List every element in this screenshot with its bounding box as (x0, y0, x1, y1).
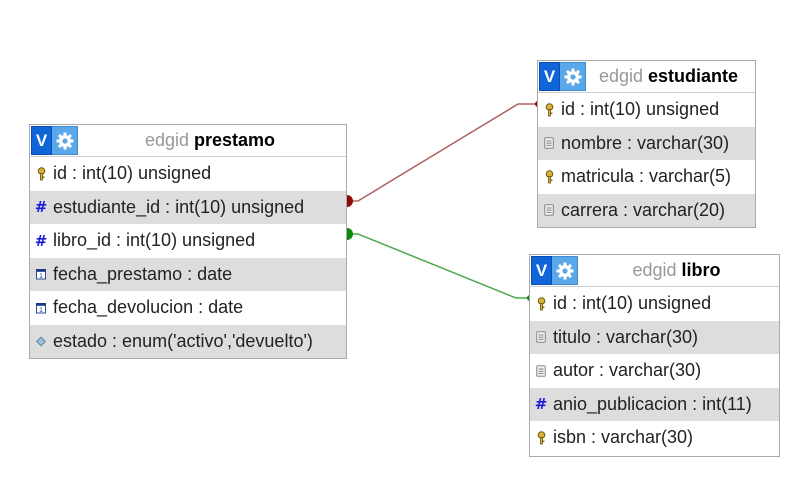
column-row[interactable]: nombre : varchar(30) (538, 126, 755, 160)
key-icon (544, 102, 554, 117)
enum-diamond-icon (36, 334, 46, 348)
fk-dot-libro-id (347, 228, 353, 240)
relation-prestamo-libro (347, 233, 530, 299)
column-row[interactable]: # anio_publicacion : int(11) (530, 387, 779, 421)
column-row[interactable]: isbn : varchar(30) (530, 421, 779, 455)
table-name: libro (681, 260, 721, 280)
hash-icon: # (534, 395, 548, 414)
gear-icon[interactable] (552, 256, 578, 285)
column-label: estado : enum('activo','devuelto') (53, 330, 313, 351)
fk-dot-estudiante-id (347, 195, 353, 207)
relation-prestamo-estudiante (347, 103, 538, 202)
column-label: titulo : varchar(30) (553, 326, 699, 347)
database-name: edgid (632, 260, 677, 280)
column-row[interactable]: estado : enum('activo','devuelto') (30, 324, 346, 358)
gear-icon[interactable] (52, 126, 78, 155)
key-icon (36, 166, 46, 181)
column-row[interactable]: # libro_id : int(10) unsigned (30, 224, 346, 258)
column-row[interactable]: carrera : varchar(20) (538, 193, 755, 227)
column-label: nombre : varchar(30) (561, 132, 730, 153)
column-label: id : int(10) unsigned (53, 163, 212, 184)
column-label: id : int(10) unsigned (561, 99, 720, 120)
table-title[interactable]: edgid libro (578, 260, 779, 281)
calendar-icon: 1 (36, 267, 46, 281)
column-label: matricula : varchar(5) (561, 166, 732, 187)
database-name: edgid (144, 130, 189, 150)
table-title[interactable]: edgid estudiante (586, 66, 755, 87)
column-label: fecha_devolucion : date (53, 297, 244, 318)
column-row[interactable]: id : int(10) unsigned (530, 287, 779, 321)
table-title[interactable]: edgid prestamo (78, 130, 346, 151)
column-label: libro_id : int(10) unsigned (53, 230, 256, 251)
column-label: estudiante_id : int(10) unsigned (53, 196, 305, 217)
key-icon (536, 430, 546, 445)
column-row[interactable]: # estudiante_id : int(10) unsigned (30, 190, 346, 224)
column-row[interactable]: id : int(10) unsigned (538, 93, 755, 127)
column-label: anio_publicacion : int(11) (553, 393, 752, 414)
svg-text:1: 1 (39, 273, 43, 280)
key-icon (536, 296, 546, 311)
key-icon (544, 169, 554, 184)
hash-icon: # (34, 198, 48, 217)
column-label: isbn : varchar(30) (553, 427, 694, 448)
gear-icon[interactable] (560, 62, 586, 91)
column-label: autor : varchar(30) (553, 360, 702, 381)
column-label: fecha_prestamo : date (53, 263, 233, 284)
text-field-icon (544, 203, 554, 217)
table-name: estudiante (648, 66, 739, 86)
table-name: prestamo (194, 130, 276, 150)
toggle-columns-button[interactable]: V (531, 256, 552, 285)
column-row[interactable]: matricula : varchar(5) (538, 160, 755, 194)
column-row[interactable]: 1 fecha_prestamo : date (30, 257, 346, 291)
text-field-icon (544, 136, 554, 150)
column-row[interactable]: id : int(10) unsigned (30, 157, 346, 191)
database-name: edgid (598, 66, 643, 86)
column-row[interactable]: 1 fecha_devolucion : date (30, 291, 346, 325)
toggle-columns-button[interactable]: V (31, 126, 52, 155)
text-field-icon (536, 364, 546, 378)
column-row[interactable]: titulo : varchar(30) (530, 320, 779, 354)
hash-icon: # (34, 231, 48, 250)
calendar-icon: 1 (36, 301, 46, 315)
column-row[interactable]: autor : varchar(30) (530, 354, 779, 388)
toggle-columns-button[interactable]: V (539, 62, 560, 91)
text-field-icon (536, 330, 546, 344)
column-label: id : int(10) unsigned (553, 293, 712, 314)
svg-text:1: 1 (39, 307, 43, 314)
column-label: carrera : varchar(20) (561, 199, 726, 220)
